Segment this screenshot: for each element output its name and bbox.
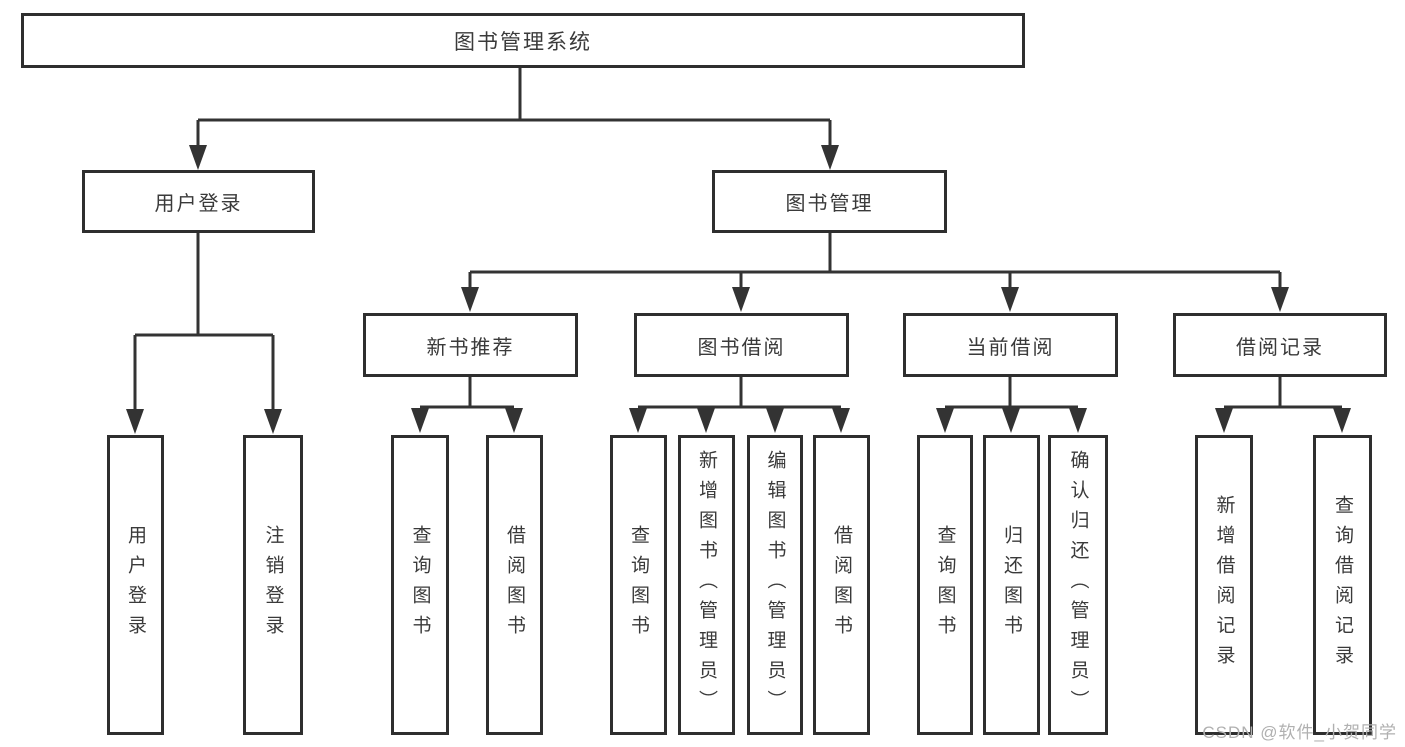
csdn-watermark: CSDN @软件_小贺同学 [1202, 723, 1397, 742]
arrow-down-icon [1271, 287, 1289, 312]
node-label: 图书借阅 [697, 336, 786, 359]
arrow-down-icon [821, 145, 839, 170]
arrow-down-icon [766, 408, 784, 433]
node-library-management-system: 图书管理系统 [21, 13, 1025, 68]
arrow-down-icon [1215, 408, 1233, 433]
node-query-books-borrowing: 查询图书 [610, 435, 667, 735]
node-label: 借阅图书 [831, 525, 852, 645]
node-label: 归还图书 [1001, 525, 1022, 645]
node-label: 编辑图书（管理员） [764, 450, 786, 720]
node-confirm-return-admin: 确认归还（管理员） [1048, 435, 1108, 735]
node-edit-books-admin: 编辑图书（管理员） [747, 435, 803, 735]
arrow-down-icon [1333, 408, 1351, 433]
arrow-down-icon [629, 408, 647, 433]
node-user-login-leaf: 用户登录 [107, 435, 164, 735]
node-book-management: 图书管理 [712, 170, 947, 233]
node-add-books-admin: 新增图书（管理员） [678, 435, 735, 735]
node-borrow-books-newrec: 借阅图书 [486, 435, 543, 735]
node-label: 查询图书 [934, 525, 956, 645]
node-label: 注销登录 [262, 525, 284, 645]
arrow-down-icon [936, 408, 954, 433]
connector-book-management [468, 233, 1282, 289]
arrow-down-icon [505, 408, 523, 433]
arrow-down-icon [697, 408, 715, 433]
node-query-books-newrec: 查询图书 [391, 435, 449, 735]
node-book-borrowing: 图书借阅 [634, 313, 849, 377]
node-label: 借阅记录 [1236, 336, 1324, 359]
node-borrowing-records: 借阅记录 [1173, 313, 1387, 377]
arrow-down-icon [732, 287, 750, 312]
connector-book-borrowing [638, 377, 841, 409]
node-label: 图书管理 [785, 193, 874, 215]
connector-user-login [133, 233, 275, 411]
node-label: 新增借阅记录 [1213, 495, 1235, 675]
node-current-borrowing: 当前借阅 [903, 313, 1118, 377]
node-query-borrow-record: 查询借阅记录 [1313, 435, 1372, 735]
node-query-books-current: 查询图书 [917, 435, 973, 735]
connector-borrowing-records [1224, 377, 1342, 409]
node-label: 确认归还（管理员） [1067, 450, 1089, 720]
arrow-down-icon [832, 408, 850, 433]
node-return-books: 归还图书 [983, 435, 1040, 735]
node-logout: 注销登录 [243, 435, 303, 735]
node-new-book-recommendation: 新书推荐 [363, 313, 578, 377]
arrow-down-icon [1069, 408, 1087, 433]
node-add-borrow-record: 新增借阅记录 [1195, 435, 1253, 735]
node-label: 查询借阅记录 [1332, 495, 1353, 675]
node-label: 当前借阅 [966, 336, 1055, 359]
arrow-down-icon [1002, 408, 1020, 433]
node-label: 新书推荐 [426, 336, 515, 359]
connector-current-borrowing [945, 377, 1078, 409]
node-label: 借阅图书 [504, 525, 525, 645]
connector-root [196, 68, 832, 147]
arrow-down-icon [411, 408, 429, 433]
arrow-down-icon [126, 409, 144, 434]
arrow-down-icon [264, 409, 282, 434]
arrow-down-icon [189, 145, 207, 170]
node-label: 用户登录 [154, 193, 243, 215]
node-label: 用户登录 [125, 525, 146, 645]
node-label: 查询图书 [628, 525, 649, 645]
arrow-down-icon [1001, 287, 1019, 312]
node-user-login: 用户登录 [82, 170, 315, 233]
node-borrow-books-borrowing: 借阅图书 [813, 435, 870, 735]
node-label: 查询图书 [409, 525, 431, 645]
connector-new-book-recommendation [420, 377, 514, 409]
node-label: 图书管理系统 [454, 30, 592, 54]
arrow-down-icon [461, 287, 479, 312]
node-label: 新增图书（管理员） [696, 450, 717, 720]
